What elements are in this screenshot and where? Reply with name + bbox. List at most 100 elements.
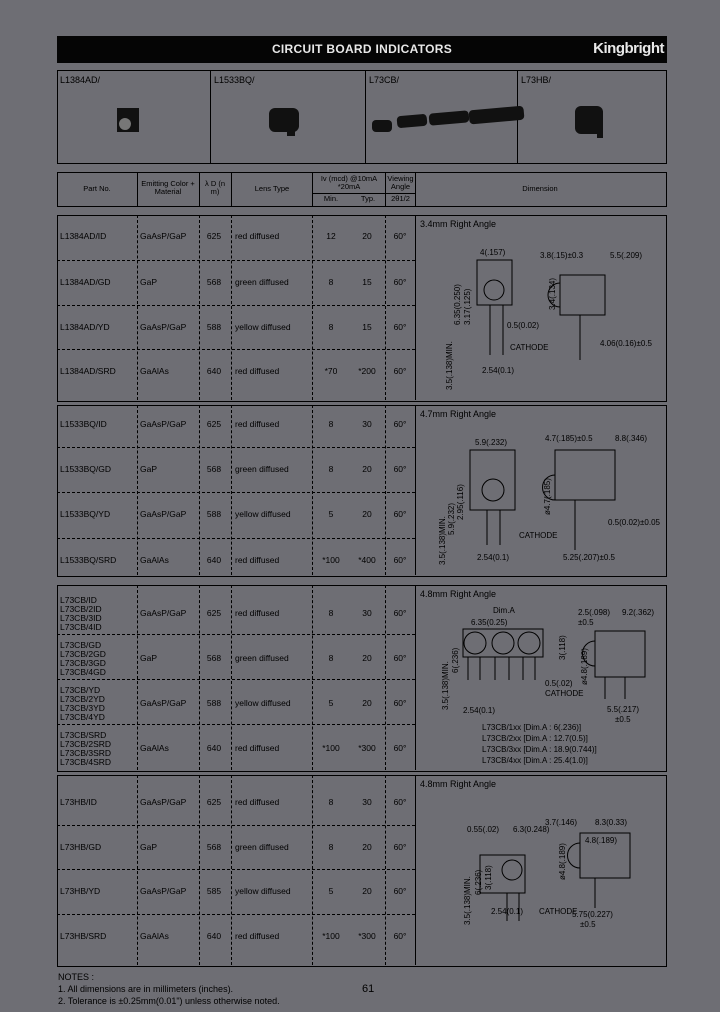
cell-lens: red diffused — [235, 231, 280, 241]
cell-wavelength: 640 — [206, 743, 222, 753]
col-min: Min. — [323, 194, 339, 203]
divider — [210, 70, 211, 164]
cell-angle: 60° — [393, 743, 407, 753]
cell-lens: red diffused — [235, 797, 280, 807]
page-number: 61 — [362, 983, 375, 995]
cell-wavelength: 588 — [206, 322, 222, 332]
divider — [137, 172, 138, 206]
divider — [385, 405, 386, 575]
dim-label: 8.8(.346) — [615, 434, 647, 443]
photo-label: L1384AD/ — [60, 75, 101, 85]
divider — [231, 405, 232, 575]
divider — [199, 172, 200, 206]
cell-wavelength: 640 — [206, 555, 222, 565]
cell-lens: red diffused — [235, 366, 280, 376]
cell-min: 8 — [328, 464, 334, 474]
divider — [231, 172, 232, 206]
cell-min: 5 — [328, 698, 334, 708]
divider — [57, 679, 415, 680]
divider — [415, 172, 416, 206]
dim-label: 2.5(.098) — [578, 608, 610, 617]
divider — [415, 215, 416, 400]
cell-typ: 30 — [362, 797, 372, 807]
dim-label: 0.5(0.02)±0.05 — [608, 518, 661, 527]
dim-label: 2.54(0.1) — [491, 907, 523, 916]
divider — [312, 775, 313, 965]
section-title: 4.8mm Right Angle — [420, 779, 497, 789]
cell-wavelength: 568 — [206, 653, 222, 663]
part-number: L73HB/ID — [60, 797, 97, 807]
section-title: 4.7mm Right Angle — [420, 409, 497, 419]
divider — [57, 634, 415, 635]
l73hb-photo — [575, 106, 603, 138]
dim-label: ø4.8(.189) — [580, 648, 589, 685]
divider — [137, 405, 138, 575]
dim-a-line-2: L73CB/2xx [Dim.A : 12.7(0.5)] — [482, 734, 588, 743]
dim-label: 6.35(0.25) — [471, 618, 508, 627]
notes-title: NOTES : — [58, 972, 95, 982]
dim-label: 6.35(0.250) — [453, 284, 462, 325]
dim-label: 3.4(.134) — [548, 278, 557, 310]
cell-lens: green diffused — [235, 277, 289, 287]
divider — [312, 215, 313, 400]
divider — [199, 215, 200, 400]
dim-label: CATHODE — [510, 343, 549, 352]
dim-label: Dim.A — [493, 606, 515, 615]
cell-lens: yellow diffused — [235, 322, 291, 332]
cell-angle: 60° — [393, 608, 407, 618]
cell-angle: 60° — [393, 931, 407, 941]
part-number: L73CB/2SRD — [60, 738, 112, 749]
divider — [231, 775, 232, 965]
cell-wavelength: 640 — [206, 366, 222, 376]
cell-angle: 60° — [393, 366, 407, 376]
brand-logo: Kingbright — [593, 40, 664, 57]
dimension-drawing-4.8mm-array: Dim.A 6.35(0.25) 3.5(.138)MIN. 6(.236) 3… — [441, 606, 654, 765]
cell-min: 8 — [328, 419, 334, 429]
spec-section — [57, 215, 667, 402]
cell-min: 5 — [328, 509, 334, 519]
cell-material: GaAlAs — [140, 743, 169, 753]
dim-label: 3.5(.138)MIN. — [438, 516, 447, 565]
dim-label: 0.5(0.02) — [507, 321, 539, 330]
dim-label: CATHODE — [539, 907, 578, 916]
col-emitting: Emitting Color + Material — [141, 179, 195, 196]
part-number: L1384AD/GD — [60, 277, 111, 287]
cell-typ: 20 — [362, 842, 372, 852]
section-title: 3.4mm Right Angle — [420, 219, 497, 229]
divider — [312, 193, 415, 194]
part-number: L73CB/4ID — [60, 621, 102, 632]
divider — [231, 585, 232, 770]
cell-wavelength: 585 — [206, 886, 222, 896]
cell-angle: 60° — [393, 653, 407, 663]
cell-min: *70 — [324, 366, 338, 376]
dim-label: 5.9(.232) — [447, 503, 456, 535]
dim-label: 2.54(0.1) — [477, 553, 509, 562]
cell-min: 8 — [328, 797, 334, 807]
dim-label: 5.5(.217) — [607, 705, 639, 714]
cell-typ: 30 — [362, 419, 372, 429]
cell-angle: 60° — [393, 464, 407, 474]
cell-wavelength: 568 — [206, 464, 222, 474]
divider — [137, 585, 138, 770]
dim-label: 8.3(0.33) — [595, 818, 627, 827]
cell-angle: 60° — [393, 231, 407, 241]
part-number: L73CB/3SRD — [60, 747, 112, 758]
cell-typ: 20 — [362, 653, 372, 663]
dim-label: 4(.157) — [480, 248, 506, 257]
dimension-drawing-4.8mm-hb: 0.55(.02) 6.3(0.248) 3(.118) 6(.236) 3.5… — [463, 818, 631, 929]
dim-label: 4.06(0.16)±0.5 — [600, 339, 653, 348]
divider — [57, 914, 415, 915]
part-number: L1533BQ/SRD — [60, 555, 117, 565]
cell-lens: red diffused — [235, 608, 280, 618]
cell-min: 8 — [328, 322, 334, 332]
dim-label: 5.9(.232) — [475, 438, 507, 447]
part-number: L73CB/3ID — [60, 612, 102, 623]
col-viewing: Viewing Angle — [387, 174, 414, 191]
divider — [312, 405, 313, 575]
part-number: L73CB/4SRD — [60, 756, 112, 767]
dim-label: 2.54(0.1) — [463, 706, 495, 715]
part-number: L73CB/GD — [60, 639, 102, 650]
divider — [231, 215, 232, 400]
divider — [57, 538, 415, 539]
